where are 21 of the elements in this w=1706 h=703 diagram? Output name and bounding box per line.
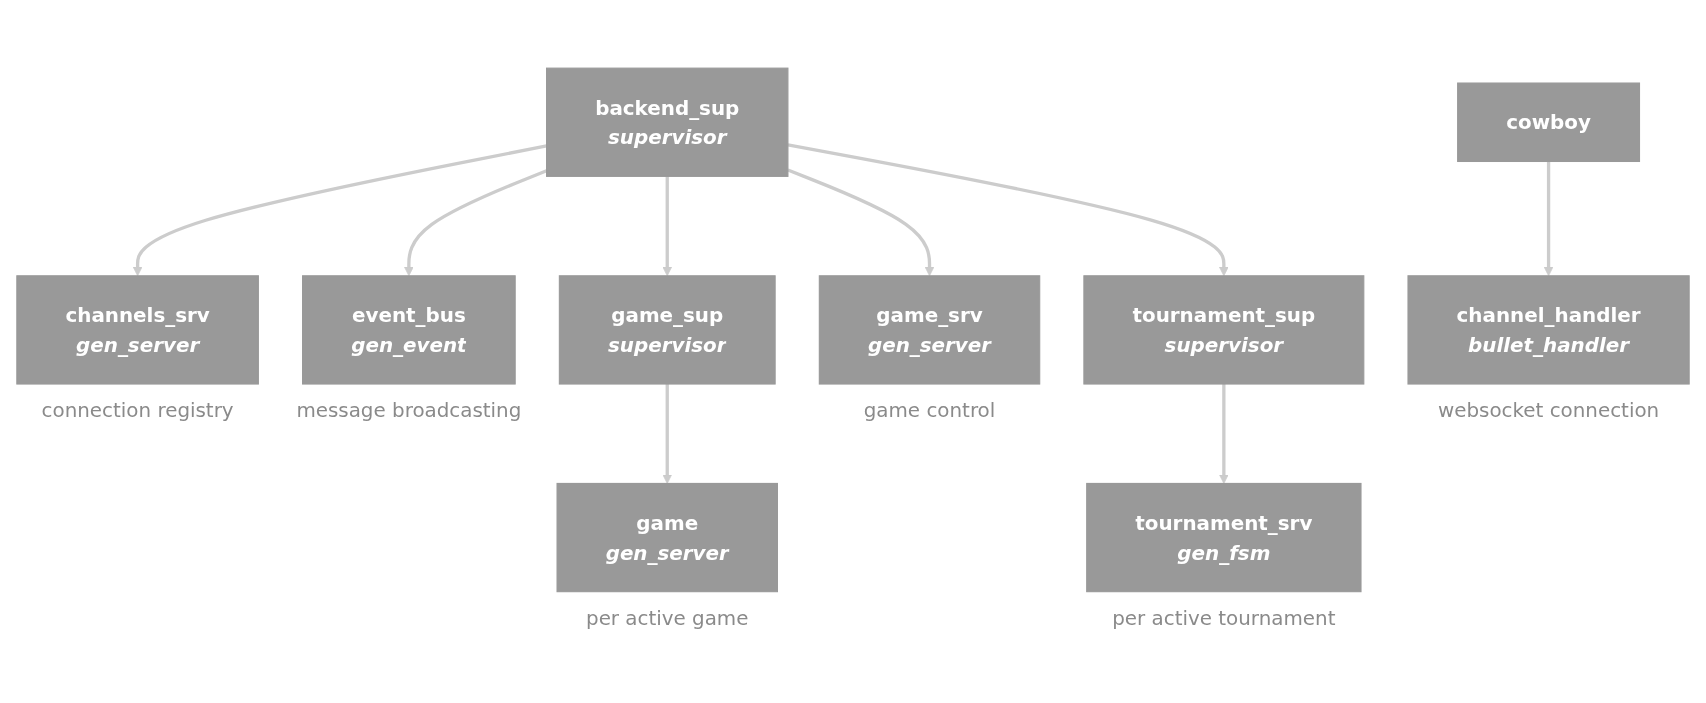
arrow (404, 168, 548, 276)
arrow (662, 175, 673, 276)
node-box: event_bus gen_event (302, 274, 516, 385)
node-box: channel_handler bullet_handler (1407, 274, 1690, 385)
arrow (662, 383, 673, 484)
node-caption: message broadcasting (296, 398, 522, 422)
node-box: cowboy (1457, 82, 1641, 162)
arrow (1219, 383, 1229, 484)
arrow (1543, 160, 1554, 276)
node-caption: per active game (586, 606, 749, 630)
arrow (787, 142, 1229, 276)
arrow (132, 143, 547, 276)
node-box: channels_srv gen_server (16, 274, 259, 385)
node-caption: per active tournament (1112, 606, 1336, 630)
arrow (787, 168, 935, 276)
node-caption: game control (863, 398, 996, 422)
node-caption: websocket connection (1438, 398, 1660, 422)
node-caption: connection registry (41, 398, 234, 422)
node-box: backend_sup supervisor (546, 67, 789, 177)
node-box: tournament_srv gen_fsm (1086, 482, 1362, 592)
node-box: tournament_sup supervisor (1083, 274, 1365, 385)
